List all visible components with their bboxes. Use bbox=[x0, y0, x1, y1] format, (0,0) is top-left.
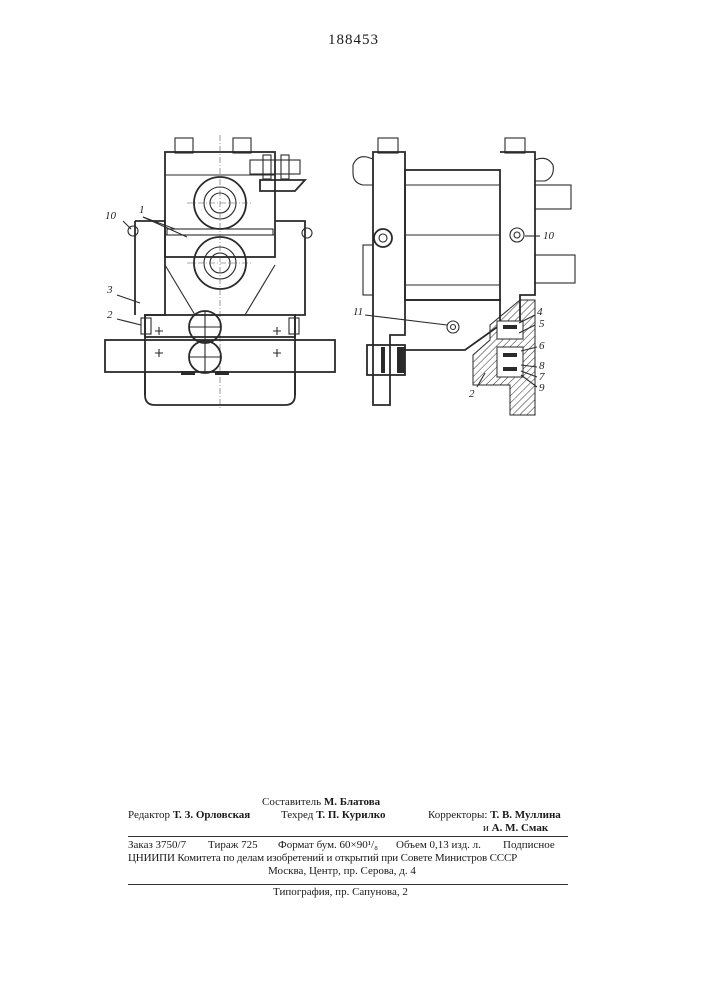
label-5: 5 bbox=[539, 318, 545, 330]
institute: ЦНИИПИ Комитета по делам изобретений и о… bbox=[128, 852, 517, 865]
order-row: Заказ 3750/7 Тираж 725 Формат бум. 60×90… bbox=[128, 839, 568, 852]
label-6: 6 bbox=[539, 340, 545, 352]
compiler-row: Составитель М. Блатова bbox=[128, 796, 568, 809]
editor-label: Редактор bbox=[128, 809, 170, 821]
label-1: 1 bbox=[139, 204, 145, 216]
left-view: 1 10 3 2 bbox=[105, 135, 335, 410]
label-9: 9 bbox=[539, 382, 545, 394]
correctors-label: Корректоры: bbox=[428, 809, 487, 821]
right-view: 11 10 4 5 6 8 7 9 2 bbox=[353, 138, 575, 415]
label-11: 11 bbox=[353, 306, 363, 318]
divider-2 bbox=[128, 884, 568, 885]
label-2-right: 2 bbox=[469, 388, 475, 400]
label-10-left: 10 bbox=[105, 210, 117, 222]
compiler-label: Составитель bbox=[262, 796, 321, 808]
corrector-2-row: и А. М. Смак bbox=[128, 822, 568, 835]
label-3: 3 bbox=[106, 284, 113, 296]
corrector-1: Т. В. Муллина bbox=[490, 809, 561, 821]
editor-row: Редактор Т. З. Орловская Техред Т. П. Ку… bbox=[128, 809, 568, 822]
subscription: Подписное bbox=[503, 839, 555, 852]
label-4: 4 bbox=[537, 306, 543, 318]
institute-row: ЦНИИПИ Комитета по делам изобретений и о… bbox=[128, 852, 568, 865]
techred-label: Техред bbox=[281, 809, 313, 821]
imprint-block: Составитель М. Блатова Редактор Т. З. Ор… bbox=[128, 796, 568, 899]
label-2-left: 2 bbox=[107, 309, 113, 321]
address: Москва, Центр, пр. Серова, д. 4 bbox=[268, 865, 416, 878]
circulation: Тираж 725 bbox=[208, 839, 258, 852]
techred-name: Т. П. Курилко bbox=[316, 809, 385, 821]
corrector-2: А. М. Смак bbox=[492, 822, 549, 834]
drawing-svg: 1 10 3 2 bbox=[95, 125, 595, 425]
editor-name: Т. З. Орловская bbox=[173, 809, 250, 821]
volume: Объем 0,13 изд. л. bbox=[396, 839, 481, 852]
divider-1 bbox=[128, 836, 568, 837]
compiler-name: М. Блатова bbox=[324, 796, 380, 808]
corrector-2-prefix: и bbox=[483, 822, 489, 834]
format: Формат бум. 60×90¹/₈ bbox=[278, 839, 378, 852]
printing: Типография, пр. Сапунова, 2 bbox=[273, 886, 408, 899]
label-10-right: 10 bbox=[543, 230, 555, 242]
patent-number: 188453 bbox=[0, 32, 707, 49]
order: Заказ 3750/7 bbox=[128, 839, 186, 852]
technical-drawing: 1 10 3 2 bbox=[95, 125, 595, 425]
address-row: Москва, Центр, пр. Серова, д. 4 bbox=[128, 865, 568, 878]
printing-row: Типография, пр. Сапунова, 2 bbox=[128, 886, 568, 899]
